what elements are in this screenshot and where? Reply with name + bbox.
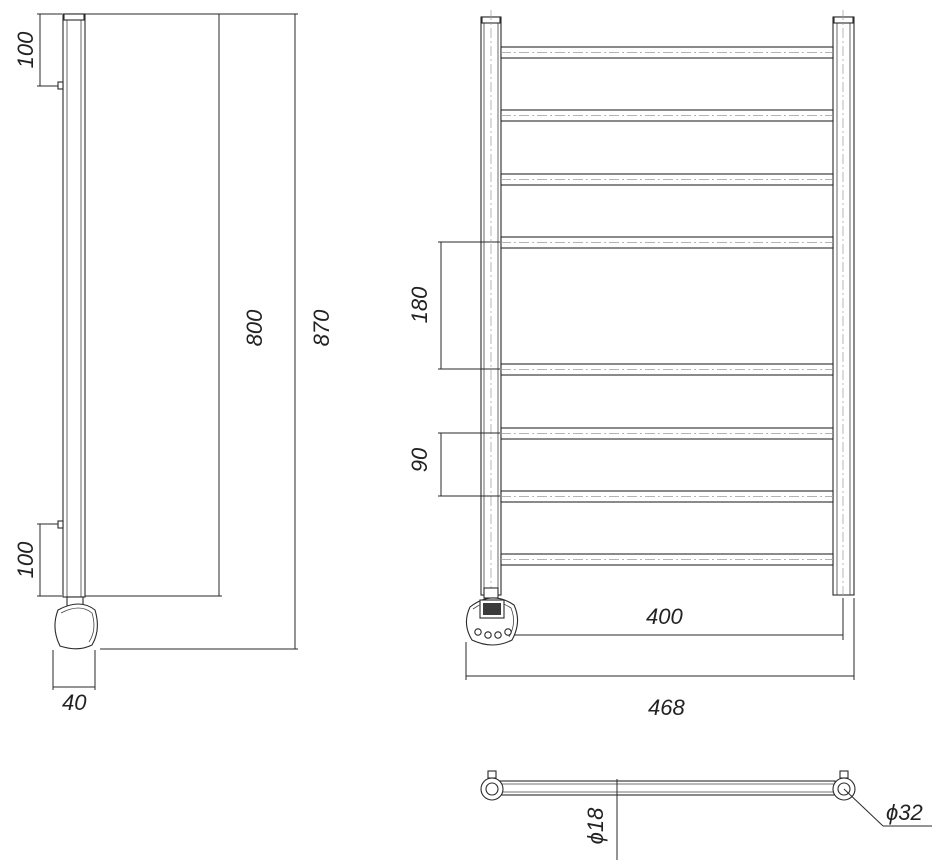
rail-1: [500, 46, 834, 59]
rail-3: [500, 173, 834, 186]
side-view: 40 100 100 800 870: [13, 13, 334, 715]
rail-6: [500, 427, 834, 440]
front-rail-spacing-large-label: 180: [407, 286, 432, 323]
rail-8: [500, 553, 834, 566]
top-post-diameter-label: ϕ32: [886, 800, 923, 825]
front-rail-spacing-small-label: 90: [407, 447, 432, 472]
top-left-post-inner: [485, 782, 499, 796]
heater-button-4: [504, 628, 512, 636]
rail-2: [500, 109, 834, 122]
rail-7: [500, 490, 834, 503]
side-bracket-bottom: [57, 520, 64, 529]
heater-button-2: [484, 631, 492, 639]
heater-button-3: [494, 631, 502, 639]
front-view: 180 90 400 468: [407, 10, 855, 720]
side-bracket-top: [57, 81, 64, 90]
side-depth-label: 40: [62, 690, 87, 715]
heater-display-screen: [483, 603, 501, 615]
front-right-post-cap: [833, 16, 854, 24]
rail-4: [500, 236, 834, 249]
side-bottom-offset-label: 100: [13, 541, 38, 578]
top-rail-diameter-label: ϕ18: [583, 807, 608, 844]
front-rails: [500, 46, 834, 566]
side-heater-body: [54, 603, 98, 650]
front-width-total-label: 468: [648, 695, 685, 720]
top-view: ϕ18 ϕ32: [480, 770, 932, 860]
side-tube-cap: [63, 13, 85, 21]
front-width-inner-label: 400: [646, 604, 683, 629]
rail-5: [500, 363, 834, 376]
top-right-post-pin: [839, 770, 849, 779]
side-height-total-label: 870: [309, 309, 334, 346]
front-right-post: [832, 16, 855, 596]
side-tube: [62, 13, 86, 598]
side-top-offset-label: 100: [13, 31, 38, 68]
top-rail: [498, 780, 836, 796]
heater-button-1: [474, 628, 482, 636]
heater-control-unit: [465, 587, 519, 646]
top-left-post-pin: [487, 770, 497, 779]
side-height-inner-label: 800: [242, 309, 267, 346]
